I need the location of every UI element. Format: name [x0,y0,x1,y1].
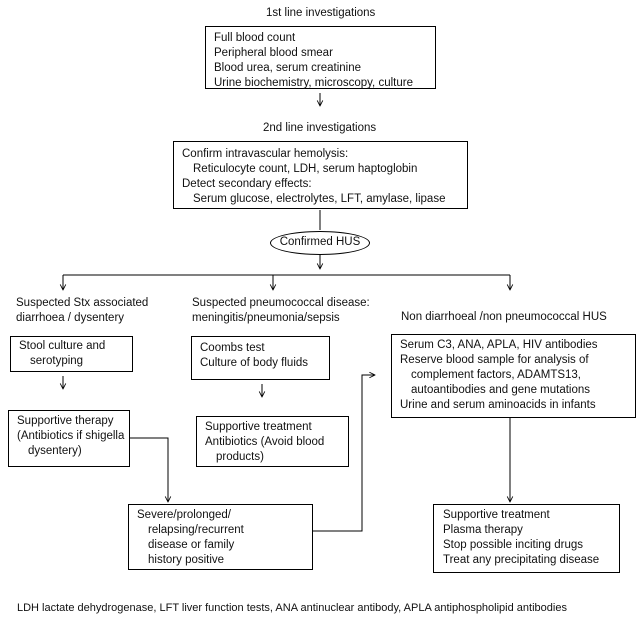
severe-line: history positive [148,554,225,566]
confirmed-hus-oval: Confirmed HUS [270,231,370,255]
arrow-severe-to-other [313,375,375,532]
severe-disease-box: Severe/prolonged/ relapsing/recurrent di… [128,504,313,570]
stx-therapy-line: Supportive therapy [17,415,114,427]
other-test-line: autoantibodies and gene mutations [411,384,591,396]
other-treatment-line: Treat any precipitating disease [443,554,600,566]
pneumo-branch-heading: Suspected pneumococcal disease: meningit… [192,296,370,326]
other-tests-box: Serum C3, ANA, APLA, HIV antibodies Rese… [391,334,636,418]
first-line-item: Urine biochemistry, microscopy, culture [214,77,413,89]
other-treatment-line: Supportive treatment [443,509,550,521]
other-test-line: Serum C3, ANA, APLA, HIV antibodies [400,339,598,351]
second-line-subheading: Confirm intravascular hemolysis: [182,148,349,160]
second-line-heading: 2nd line investigations [263,122,377,134]
severe-line: disease or family [148,539,235,551]
stx-test-line: serotyping [30,355,84,367]
first-line-heading: 1st line investigations [266,7,376,19]
confirmed-hus-label: Confirmed HUS [279,236,361,248]
pneumo-heading-line: Suspected pneumococcal disease: [192,297,370,309]
abbreviations-footnote: LDH lactate dehydrogenase, LFT liver fun… [17,602,567,614]
pneumo-tests-box: Coombs test Culture of body fluids [191,336,330,380]
stx-tests-box: Stool culture and serotyping [10,336,133,372]
stx-therapy-line: dysentery) [28,445,82,457]
second-line-subheading: Detect secondary effects: [182,178,312,190]
pneumo-treatment-line: products) [216,451,264,463]
second-line-box: Confirm intravascular hemolysis: Reticul… [173,141,468,209]
stx-therapy-box: Supportive therapy (Antibiotics if shige… [8,410,130,467]
first-line-item: Full blood count [214,32,296,44]
stx-test-line: Stool culture and [19,340,106,352]
first-line-box: Full blood count Peripheral blood smear … [205,26,436,89]
pneumo-test-line: Coombs test [200,342,265,354]
pneumo-test-line: Culture of body fluids [200,357,309,369]
severe-line: relapsing/recurrent [148,524,244,536]
other-branch-heading: Non diarrhoeal /non pneumococcal HUS [401,311,607,323]
first-line-item: Blood urea, serum creatinine [214,62,362,74]
other-test-line: Reserve blood sample for analysis of [400,354,589,366]
other-treatment-line: Plasma therapy [443,524,523,536]
first-line-item: Peripheral blood smear [214,47,333,59]
pneumo-treatment-line: Supportive treatment [205,421,312,433]
pneumo-heading-line: meningitis/pneumonia/sepsis [192,312,340,324]
other-test-line: complement factors, ADAMTS13, [411,369,582,381]
other-treatment-box: Supportive treatment Plasma therapy Stop… [433,504,620,573]
second-line-item: Reticulocyte count, LDH, serum haptoglob… [193,163,418,175]
stx-heading-line: Suspected Stx associated [16,297,149,309]
pneumo-treatment-box: Supportive treatment Antibiotics (Avoid … [196,416,349,467]
stx-heading-line: diarrhoea / dysentery [16,312,125,324]
second-line-item: Serum glucose, electrolytes, LFT, amylas… [193,193,446,205]
other-test-line: Urine and serum aminoacids in infants [400,399,596,411]
other-treatment-line: Stop possible inciting drugs [443,539,583,551]
arrow-stx-to-severe [130,437,168,502]
stx-branch-heading: Suspected Stx associated diarrhoea / dys… [16,296,148,326]
stx-therapy-line: (Antibiotics if shigella [17,430,125,442]
pneumo-treatment-line: Antibiotics (Avoid blood [205,436,325,448]
severe-line: Severe/prolonged/ [137,509,231,521]
